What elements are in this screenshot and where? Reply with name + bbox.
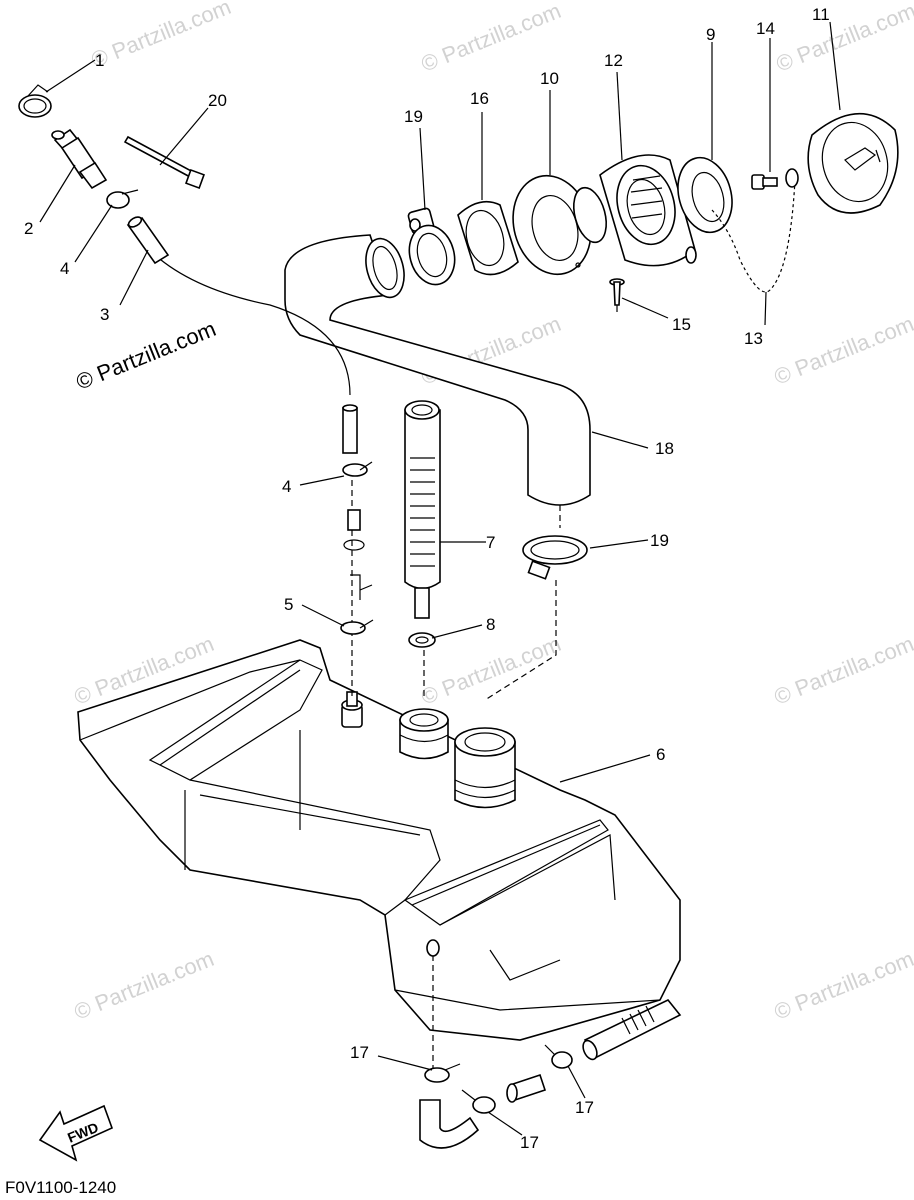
callout-11: 11	[812, 5, 830, 24]
watermark: © Partzilla.com	[771, 631, 914, 710]
check-valve	[51, 128, 108, 190]
vent-fitting	[341, 691, 363, 728]
vent-assembly	[340, 461, 374, 700]
callout-14: 14	[756, 19, 775, 38]
rivet-15	[609, 278, 625, 312]
callout-8: 8	[486, 615, 495, 634]
callout-10: 10	[540, 69, 559, 88]
watermark: © Partzilla.com	[773, 0, 914, 77]
filler-neck	[454, 727, 516, 809]
watermark: © Partzilla.com	[771, 946, 914, 1025]
callout-3: 3	[100, 305, 109, 324]
watermark: © Partzilla.com	[71, 946, 218, 1025]
callout-5: 5	[284, 595, 293, 614]
cable-tie	[123, 135, 205, 189]
callout-17-right: 17	[575, 1098, 594, 1117]
callout-6: 6	[656, 745, 665, 764]
drain-fittings	[419, 939, 682, 1149]
callout-9: 9	[706, 25, 715, 44]
callout-2: 2	[24, 219, 33, 238]
washer-8	[408, 632, 436, 648]
clamp-19	[522, 535, 588, 580]
leader-lines	[39, 21, 841, 1136]
filler-hose	[284, 234, 591, 506]
fuel-cap-11	[807, 112, 899, 214]
filter-7	[404, 400, 441, 619]
watermark: © Partzilla.com	[88, 0, 235, 73]
forward-arrow-icon: FWD	[38, 1104, 114, 1162]
callout-19-top: 19	[404, 107, 423, 126]
fuel-tank	[77, 639, 681, 1041]
callout-18: 18	[655, 439, 674, 458]
chain-13	[711, 179, 796, 293]
flange-12	[572, 154, 696, 267]
hose-ring	[365, 224, 456, 299]
callout-1: 1	[95, 51, 104, 70]
clip-1	[18, 84, 52, 118]
callout-19: 19	[650, 531, 669, 550]
vent-hose	[126, 216, 358, 454]
callout-17-left: 17	[350, 1043, 369, 1062]
clip-4-top	[106, 189, 139, 209]
callout-12: 12	[604, 51, 623, 70]
watermark: © Partzilla.com	[418, 0, 565, 77]
guide-lines	[423, 505, 561, 1080]
grommet	[399, 708, 449, 760]
callout-16: 16	[470, 89, 489, 108]
seal-16	[457, 200, 519, 276]
callout-17-bottom: 17	[520, 1133, 539, 1152]
callout-13: 13	[744, 329, 763, 348]
callout-15: 15	[672, 315, 691, 334]
callouts: 1 2 3 4 4 5 6 7 8 9 10 11 12 13 14 15 16…	[24, 5, 830, 1152]
callout-7: 7	[486, 533, 495, 552]
screw-14	[751, 168, 799, 190]
callout-20: 20	[208, 91, 227, 110]
gasket-9	[677, 156, 733, 264]
watermark-dark: © Partzilla.com	[73, 316, 220, 395]
callout-4-top: 4	[60, 259, 69, 278]
callout-4: 4	[282, 477, 291, 496]
watermark: © Partzilla.com	[418, 631, 565, 710]
figure-code: F0V1100-1240	[5, 1178, 116, 1197]
watermark: © Partzilla.com	[771, 311, 914, 390]
